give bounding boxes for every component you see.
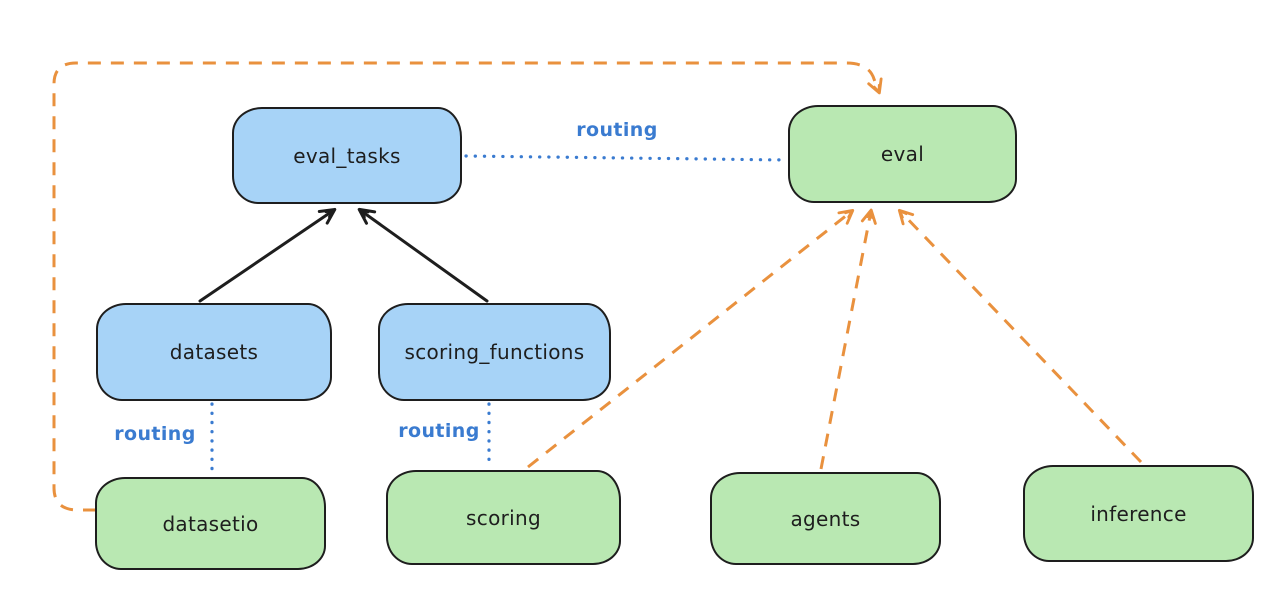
node-scoring: scoring — [386, 470, 621, 565]
node-scoring-functions-label: scoring_functions — [404, 340, 585, 364]
node-inference-label: inference — [1090, 501, 1187, 526]
edge-agents-to-eval — [819, 208, 877, 470]
edge-label-routing-scoring-functions-scoring: routing — [398, 420, 480, 442]
node-eval-tasks: eval_tasks — [232, 107, 462, 204]
edge-datasets-to-eval-tasks — [198, 207, 337, 303]
node-scoring-functions: scoring_functions — [378, 303, 611, 401]
node-eval-label: eval — [880, 142, 925, 166]
edge-datasetio-to-eval — [52, 61, 883, 512]
node-scoring-label: scoring — [466, 505, 541, 530]
node-datasetio: datasetio — [95, 477, 326, 570]
node-eval: eval — [788, 105, 1017, 203]
edge-eval-tasks-to-eval-routing — [464, 154, 788, 162]
edge-scoring-functions-to-eval-tasks — [357, 207, 489, 303]
node-eval-tasks-label: eval_tasks — [293, 143, 401, 168]
node-datasets-label: datasets — [169, 340, 259, 364]
node-agents-label: agents — [790, 506, 861, 531]
node-inference: inference — [1023, 465, 1254, 562]
edge-label-routing-eval-tasks-eval: routing — [576, 119, 658, 141]
node-datasets: datasets — [96, 303, 332, 401]
edge-label-routing-datasets-datasetio: routing — [114, 423, 196, 445]
node-datasetio-label: datasetio — [162, 511, 259, 536]
edge-inference-to-eval — [897, 208, 1143, 464]
node-agents: agents — [710, 472, 941, 565]
